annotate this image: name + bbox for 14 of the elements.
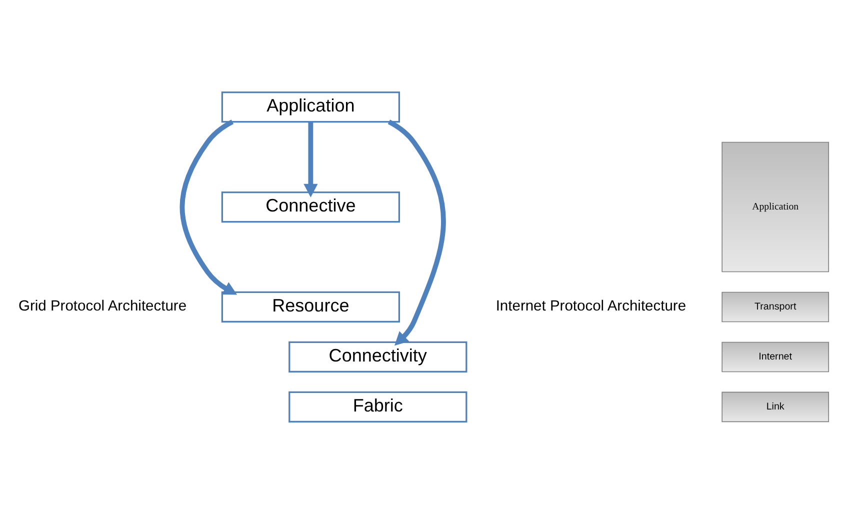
node-box: Application xyxy=(722,142,830,272)
arrow xyxy=(388,120,446,346)
node-box: Resource xyxy=(221,291,400,323)
node-box: Connectivity xyxy=(288,341,468,373)
node-box: Application xyxy=(221,91,400,123)
node-box: Link xyxy=(722,392,830,422)
node-box: Transport xyxy=(722,292,830,322)
arrow xyxy=(304,122,318,198)
node-box: Internet xyxy=(722,342,830,372)
label: Internet Protocol Architecture xyxy=(496,298,686,315)
node-box: Connective xyxy=(221,191,400,223)
label: Grid Protocol Architecture xyxy=(18,298,187,315)
node-box: Fabric xyxy=(288,391,468,423)
arrow xyxy=(180,120,238,295)
